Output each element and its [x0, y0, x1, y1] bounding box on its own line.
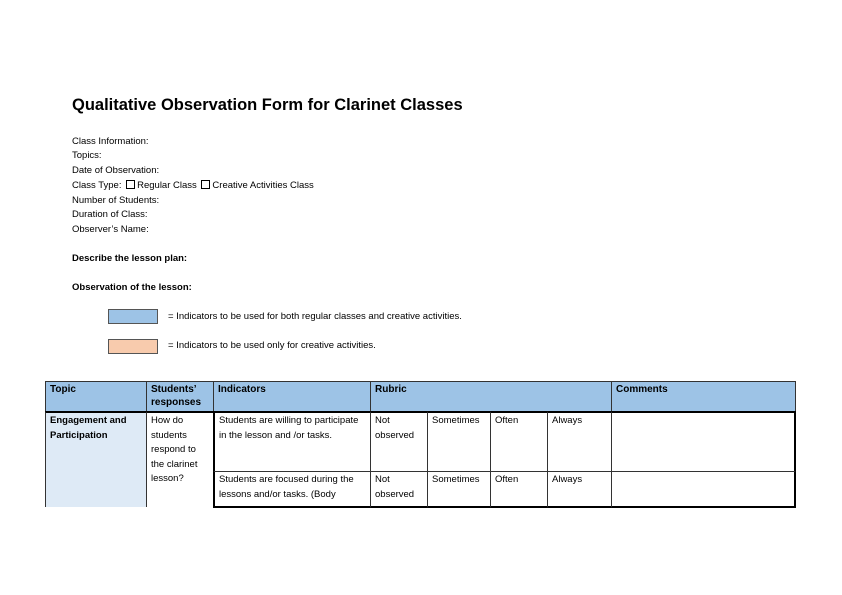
legend-swatch-creative [108, 339, 158, 354]
header-responses: Students’ responses [146, 381, 213, 411]
indicator-cell: Students are focused during the lessons … [213, 471, 370, 508]
header-comments: Comments [611, 381, 796, 411]
rubric-sometimes[interactable]: Sometimes [427, 471, 490, 508]
observer-label: Observer’s Name: [72, 224, 149, 235]
form-title: Qualitative Observation Form for Clarine… [72, 96, 463, 114]
date-label: Date of Observation: [72, 165, 160, 176]
observation-heading: Observation of the lesson: [72, 282, 192, 293]
regular-class-checkbox[interactable] [126, 180, 136, 189]
class-information-label: Class Information: [72, 136, 149, 147]
class-type-row: Class Type: Regular Class Creative Activ… [72, 180, 314, 191]
header-indicators: Indicators [213, 381, 370, 411]
header-topic: Topic [45, 381, 146, 411]
rubric-often[interactable]: Often [490, 411, 547, 471]
creative-class-checkbox[interactable] [201, 180, 211, 189]
lesson-plan-heading: Describe the lesson plan: [72, 253, 188, 264]
indicator-cell: Students are willing to participate in t… [213, 411, 370, 471]
rubric-always[interactable]: Always [547, 411, 611, 471]
rubric-sometimes[interactable]: Sometimes [427, 411, 490, 471]
regular-class-label: Regular Class [137, 180, 197, 191]
duration-label: Duration of Class: [72, 209, 148, 220]
topics-label: Topics: [72, 150, 102, 161]
comments-cell[interactable] [611, 471, 796, 508]
class-type-label: Class Type: [72, 180, 122, 191]
legend-text-both: = Indicators to be used for both regular… [168, 311, 462, 322]
header-rubric: Rubric [370, 381, 611, 411]
rubric-often[interactable]: Often [490, 471, 547, 508]
rubric-always[interactable]: Always [547, 471, 611, 508]
creative-class-label: Creative Activities Class [212, 180, 314, 191]
comments-cell[interactable] [611, 411, 796, 471]
legend-swatch-both [108, 309, 158, 324]
question-cell: How do students respond to the clarinet … [146, 411, 213, 507]
rubric-not-observed[interactable]: Not observed [370, 411, 427, 471]
number-of-students-label: Number of Students: [72, 195, 160, 206]
rubric-not-observed[interactable]: Not observed [370, 471, 427, 508]
legend-text-creative: = Indicators to be used only for creativ… [168, 340, 376, 351]
topic-cell: Engagement and Participation [45, 411, 146, 507]
